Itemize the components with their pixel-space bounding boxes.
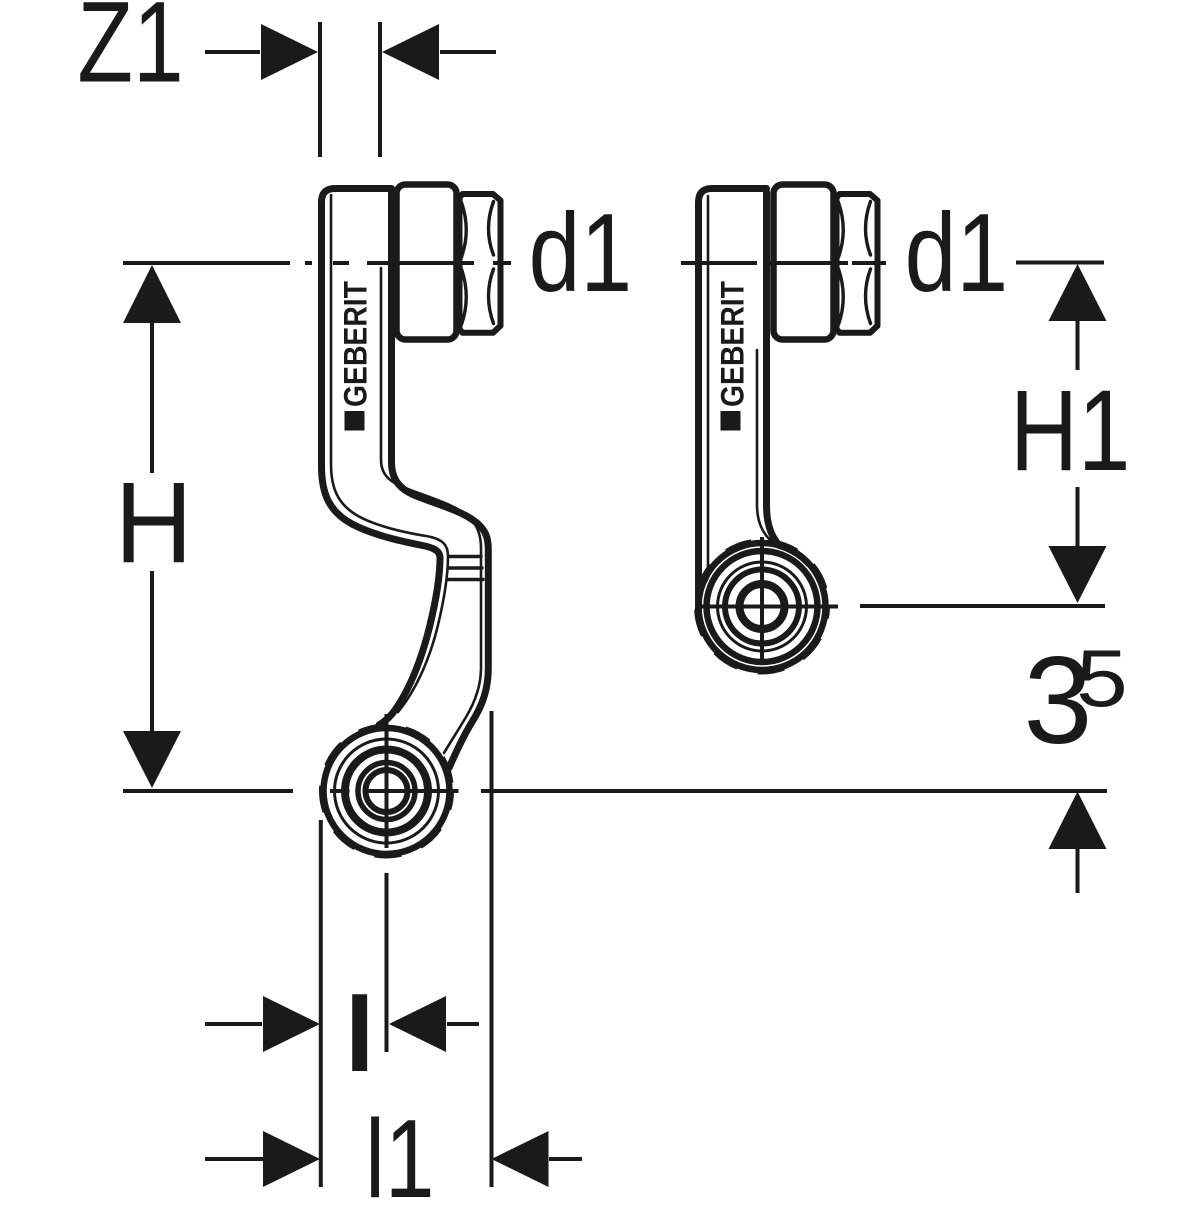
svg-text:GEBERIT: GEBERIT: [339, 281, 374, 407]
svg-text:GEBERIT: GEBERIT: [716, 281, 751, 407]
svg-text:5: 5: [1076, 634, 1128, 724]
svg-text:d1: d1: [529, 190, 633, 315]
svg-text:Z1: Z1: [77, 0, 183, 106]
svg-text:H: H: [115, 458, 193, 587]
svg-text:l: l: [341, 975, 379, 1093]
svg-text:H1: H1: [1010, 367, 1130, 495]
svg-text:d1: d1: [905, 190, 1009, 315]
svg-text:l1: l1: [365, 1098, 434, 1200]
svg-text:3: 3: [1024, 632, 1093, 770]
